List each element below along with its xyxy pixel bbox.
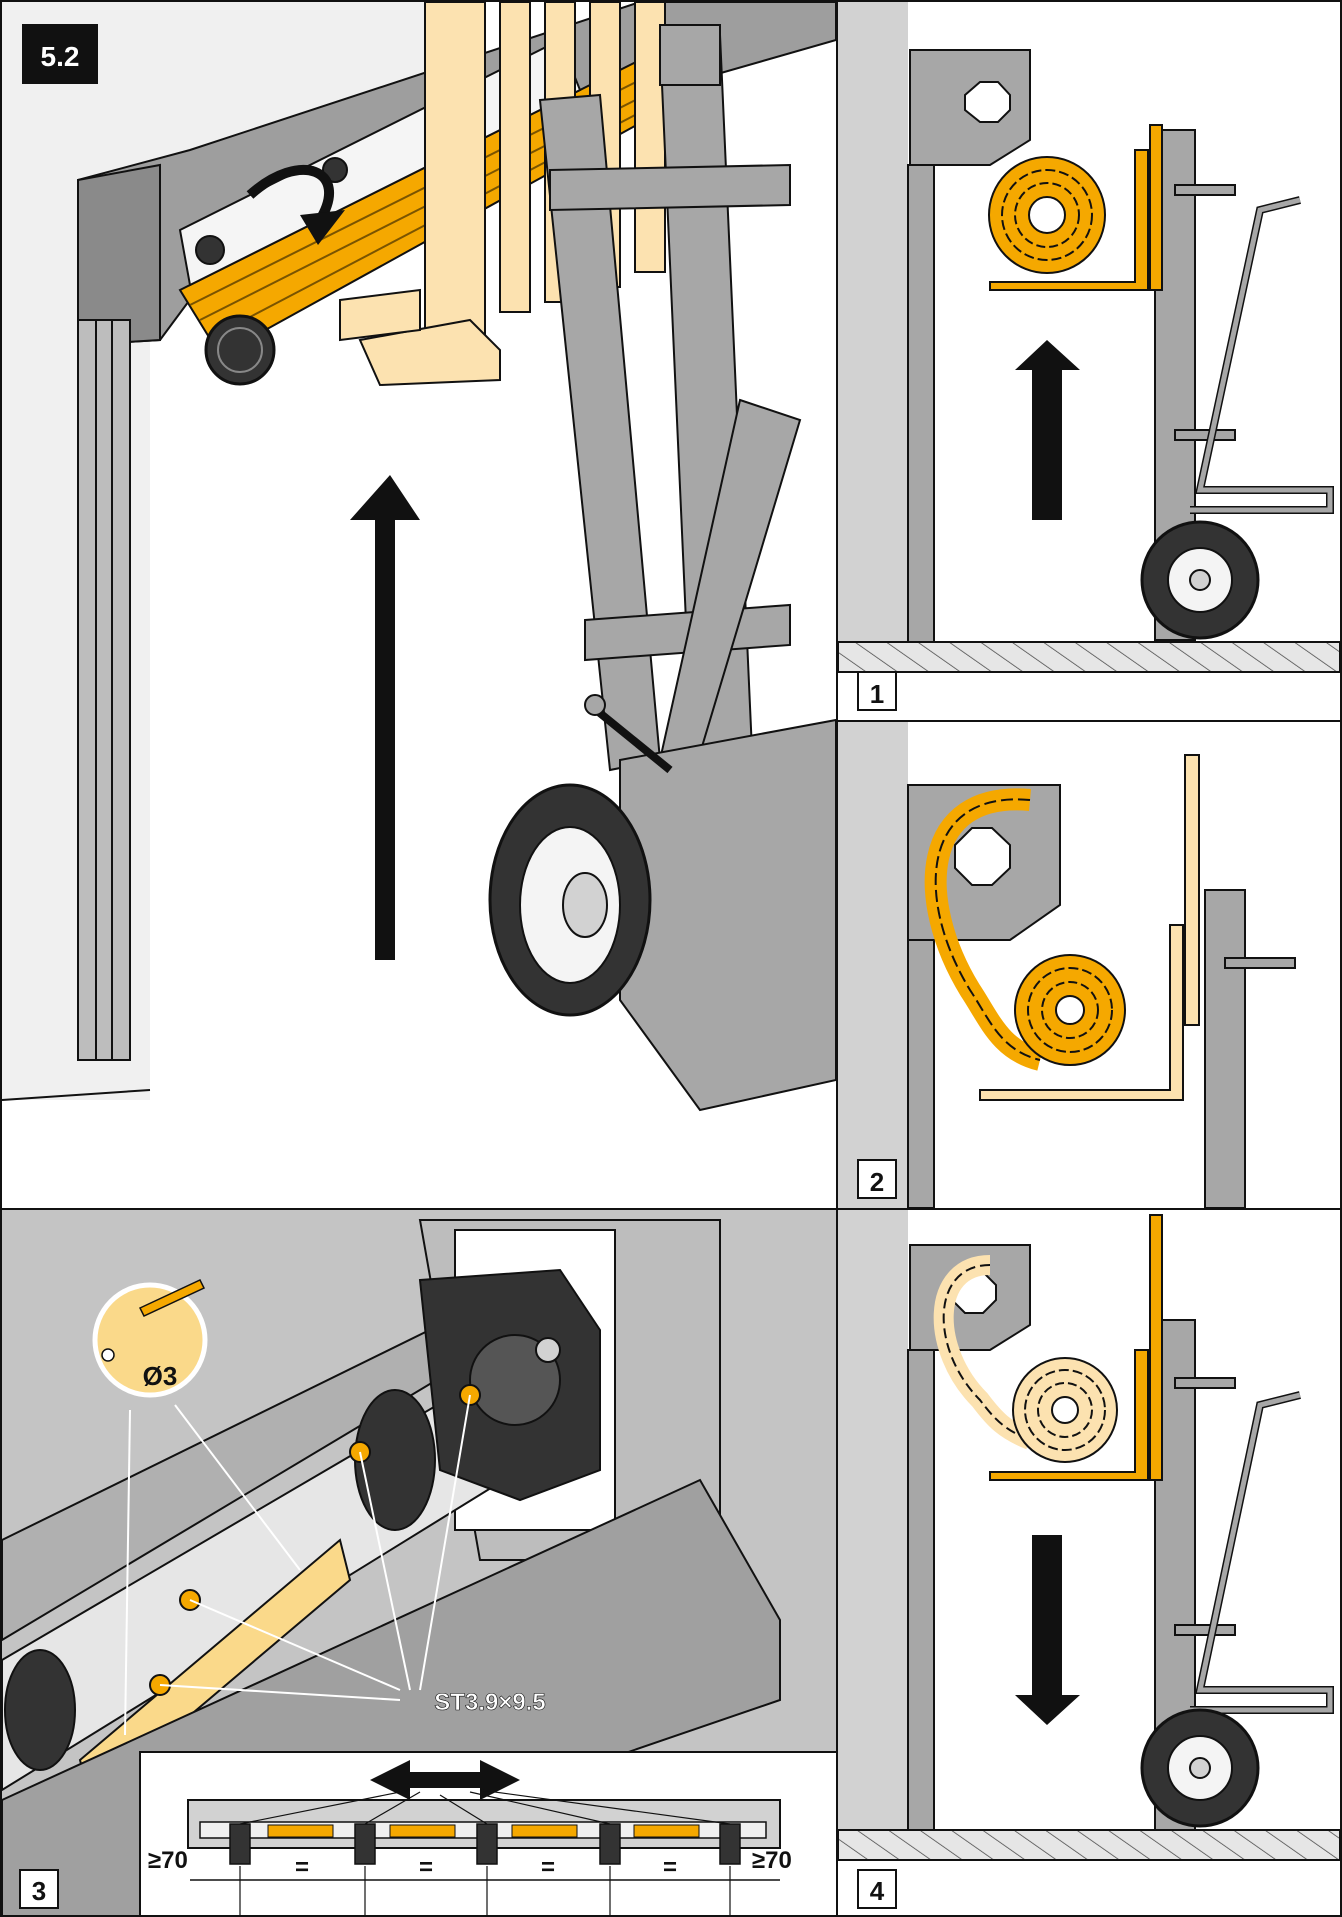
drill-hole-magnifier (92, 1282, 208, 1398)
equal-spacing-mark-2: = (419, 1854, 433, 1881)
drill-diameter-label: Ø3 (143, 1361, 178, 1391)
panel-step-4: 4 (836, 1208, 1342, 1917)
screw-spec-label: ST3.9×9.5 (434, 1689, 545, 1716)
step-number-3: 3 (32, 1876, 46, 1906)
equal-spacing-mark-4: = (663, 1854, 677, 1881)
panel-step-1: 1 (836, 0, 1342, 722)
slat-coil-1 (988, 156, 1106, 274)
equal-spacing-mark-3: = (541, 1854, 555, 1881)
panel-main: 5.2 (0, 0, 838, 1210)
equal-spacing-mark-1: = (295, 1854, 309, 1881)
up-arrow-1 (1015, 340, 1080, 520)
step-number-4: 4 (870, 1876, 885, 1906)
down-arrow-4 (1015, 1535, 1080, 1725)
step-number-2: 2 (870, 1167, 884, 1197)
spacing-inset: ≥70 ≥70 = = = = (139, 1751, 838, 1917)
panel-step-3: Ø3 ST3.9×9.5 (0, 1208, 838, 1917)
section-badge-label: 5.2 (41, 41, 80, 72)
step-number-1: 1 (870, 679, 884, 709)
slat-coil-2 (924, 788, 1126, 1071)
rotation-arrow (246, 165, 335, 223)
section-badge (22, 24, 98, 84)
panel-step-2: 2 (836, 720, 1342, 1210)
slat-coil-4 (933, 1255, 1118, 1463)
lift-up-arrow (350, 475, 420, 960)
edge-distance-left: ≥70 (148, 1847, 188, 1874)
edge-distance-right: ≥70 (752, 1847, 792, 1874)
forklift (488, 24, 837, 1112)
slat-coil-end (204, 314, 276, 386)
door-guide-rail (77, 319, 131, 1061)
